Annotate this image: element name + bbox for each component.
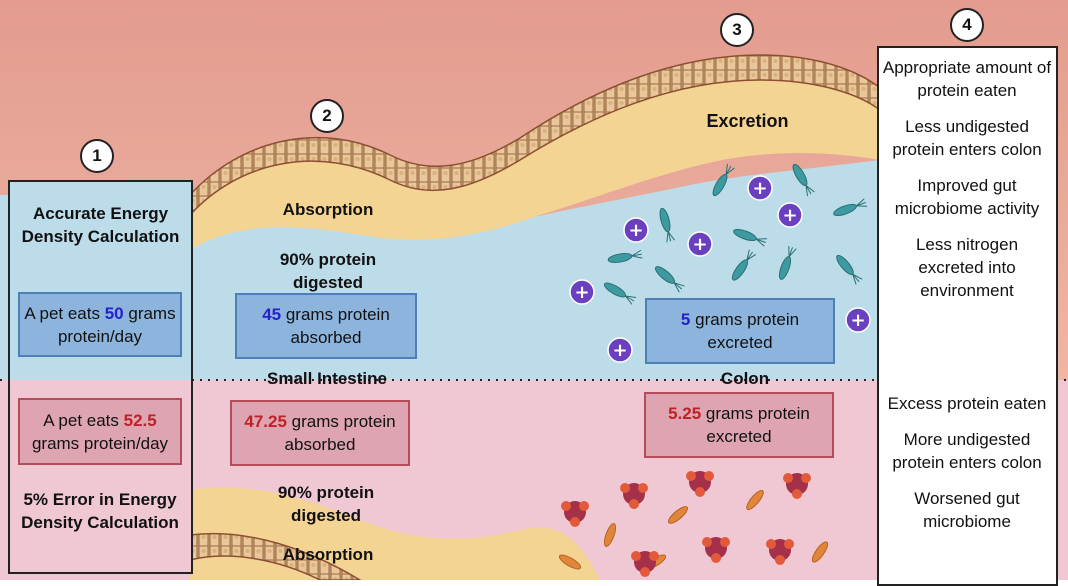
outcome-item: Less nitrogen excreted into environment (915, 235, 1019, 300)
bacteria-icon (558, 554, 582, 570)
absorbed-error-box: 47.25 grams protein absorbed (230, 400, 410, 466)
outcomes-bad-list: Excess protein eaten More undigested pro… (882, 392, 1052, 546)
plus-ion-icon: + (623, 217, 649, 243)
microbe-cluster-icon (686, 471, 714, 497)
svg-text:+: + (574, 282, 589, 303)
bacteria-icon (603, 282, 637, 305)
bacteria-icon (712, 163, 735, 197)
microbe-clusters-group (561, 471, 811, 577)
bacteria-icon (654, 266, 685, 293)
excreted-error-box: 5.25 grams protein excreted (644, 392, 834, 458)
microbe-cluster-icon (620, 483, 648, 509)
absorption-bottom-label: Absorption (282, 545, 374, 564)
bacteria-icon (659, 207, 675, 243)
svg-text:+: + (692, 234, 707, 255)
microbe-cluster-icon (702, 537, 730, 563)
digested-bottom-label: 90% protein digested (277, 483, 375, 525)
plus-ion-icon: + (607, 337, 633, 363)
microbe-cluster-icon (561, 501, 589, 527)
svg-text:+: + (782, 205, 797, 226)
excreted-value: 5 (680, 310, 691, 329)
excreted-suffix: grams protein excreted (701, 404, 810, 446)
svg-text:+: + (628, 220, 643, 241)
outcome-item: Improved gut microbiome activity (894, 176, 1040, 218)
outcome-item: Excess protein eaten (887, 394, 1047, 413)
plus-ion-icon: + (845, 307, 871, 333)
outcomes-good-list: Appropriate amount of protein eaten Less… (882, 56, 1052, 315)
plus-ion-icon: + (747, 175, 773, 201)
outcome-item: Worsened gut microbiome (914, 489, 1020, 531)
step-4-badge: 4 (950, 8, 984, 42)
bacteria-icon (792, 163, 815, 197)
accurate-calc-title: Accurate Energy Density Calculation (21, 204, 180, 246)
pet-eats-suffix: grams protein/day (31, 433, 169, 453)
pet-eats-prefix: A pet eats (43, 410, 124, 430)
microbe-cluster-icon (783, 473, 811, 499)
step-1-badge: 1 (80, 139, 114, 173)
pet-eats-suffix: grams protein/day (57, 303, 176, 346)
excretion-label: Excretion (706, 111, 789, 131)
plus-ion-icon: + (687, 231, 713, 257)
microbe-cluster-icon (631, 551, 659, 577)
pet-eats-value: 52.5 (123, 410, 157, 430)
bacteria-icon (836, 254, 863, 285)
bacteria-icon (746, 489, 764, 511)
right-outcomes-panel (877, 46, 1058, 586)
absorbed-suffix: grams protein absorbed (281, 305, 390, 347)
pet-eats-value: 50 (104, 303, 124, 323)
plus-ion-icon: + (569, 279, 595, 305)
error-calc-title: 5% Error in Energy Density Calculation (21, 490, 179, 532)
bacteria-icon (778, 245, 797, 280)
absorbed-value: 45 (262, 305, 282, 324)
ions-group: + + + + + + + (569, 175, 871, 363)
bacteria-icon (833, 198, 868, 217)
good-bacteria-group (603, 163, 868, 305)
pet-eats-error-box: A pet eats 52.5 grams protein/day (18, 398, 182, 465)
absorbed-value: 47.25 (244, 412, 287, 431)
absorbed-accurate-box: 45 grams protein absorbed (235, 293, 417, 359)
microbe-cluster-icon (766, 539, 794, 565)
excreted-suffix: grams protein excreted (690, 310, 800, 352)
svg-text:+: + (850, 310, 865, 331)
outcome-item: Appropriate amount of protein eaten (882, 58, 1052, 100)
bacteria-icon (733, 228, 768, 247)
epithelium-bottom (189, 532, 362, 580)
digested-top-label: 90% protein digested (279, 250, 377, 292)
plus-ion-icon: + (777, 202, 803, 228)
tissue-band-top (190, 80, 880, 250)
step-3-badge: 3 (720, 13, 754, 47)
step-2-badge: 2 (310, 99, 344, 133)
absorption-top-label: Absorption (282, 200, 374, 219)
svg-text:+: + (752, 178, 767, 199)
svg-text:+: + (612, 340, 627, 361)
outcome-item: More undigested protein enters colon (892, 430, 1042, 472)
excreted-accurate-box: 5 grams protein excreted (645, 298, 835, 364)
bacteria-icon (667, 506, 689, 524)
bacteria-icon (811, 541, 829, 563)
colon-label: Colon (720, 369, 770, 388)
small-intestine-label: Small Intestine (267, 369, 387, 388)
bacteria-icon (731, 249, 757, 281)
pet-eats-prefix: A pet eats (24, 303, 105, 323)
pet-eats-accurate-box: A pet eats 50 grams protein/day (18, 292, 182, 357)
absorbed-suffix: grams protein absorbed (284, 412, 396, 454)
bacteria-icon (607, 249, 643, 263)
bacteria-icon (603, 523, 617, 547)
outcome-item: Less undigested protein enters colon (892, 117, 1042, 159)
excreted-value: 5.25 (668, 404, 702, 423)
